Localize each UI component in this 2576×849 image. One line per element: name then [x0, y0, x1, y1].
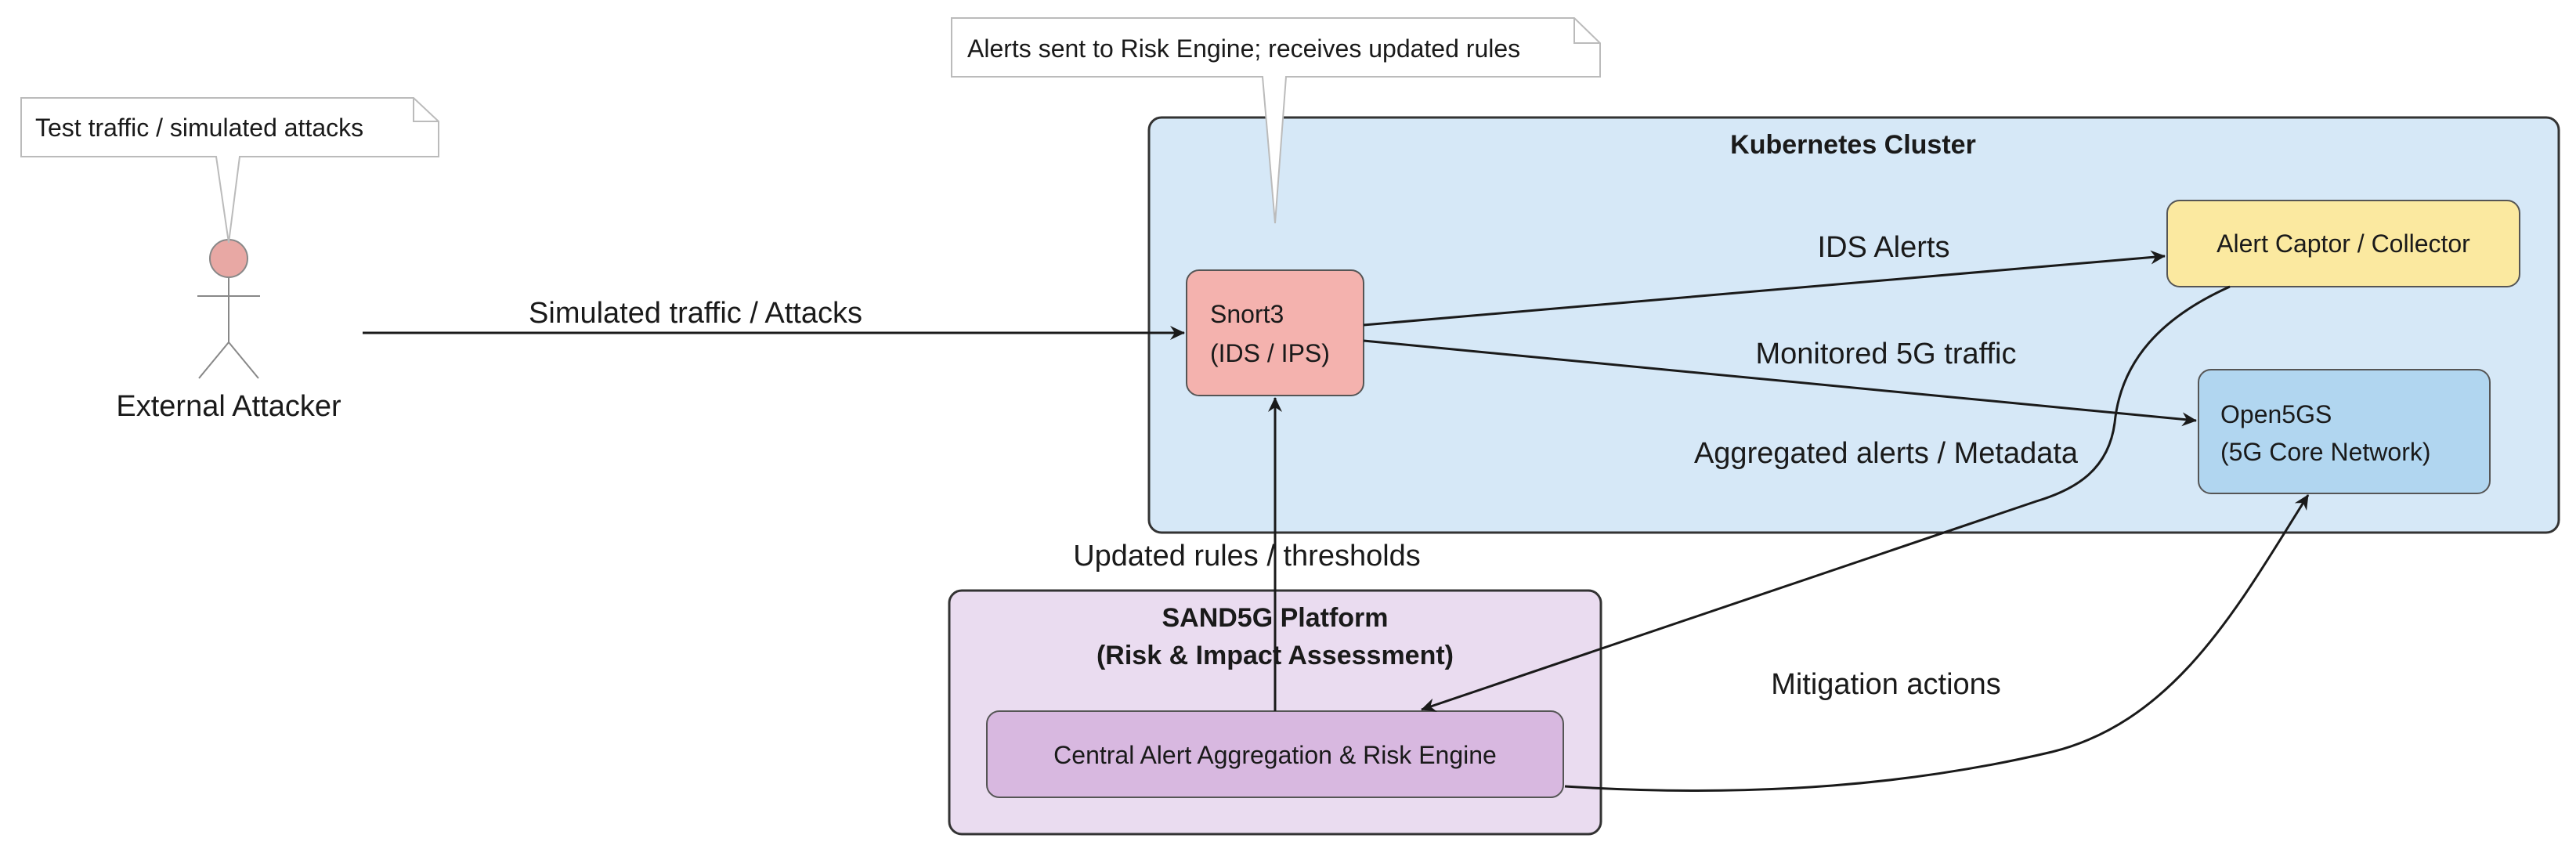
snort3-node: [1186, 269, 1364, 396]
alert-captor-label: Alert Captor / Collector: [2217, 229, 2470, 258]
open5gs-node: [2198, 369, 2491, 494]
snort3-label-line2: (IDS / IPS): [1210, 339, 1330, 367]
edge-mitigation-actions: [1564, 494, 2310, 793]
snort-note-callout: [951, 17, 1601, 224]
attacker-note-text: Test traffic / simulated attacks: [35, 114, 363, 142]
actor-left-leg: [198, 341, 229, 379]
attacker-note-fold: [413, 98, 439, 122]
open5gs-label-line1: Open5GS: [2220, 400, 2332, 428]
edge-aggregated-alerts: [1421, 285, 2231, 712]
snort3-label-line1: Snort3: [1210, 300, 1284, 328]
label-ids-alerts: IDS Alerts: [1818, 231, 1950, 264]
kubernetes-cluster-title: Kubernetes Cluster: [1730, 130, 1976, 160]
actor-right-leg: [228, 341, 259, 379]
external-attacker-actor: [197, 239, 260, 379]
edge-monitored-traffic: [1363, 339, 2197, 427]
label-aggregated-alerts: Aggregated alerts / Metadata: [1694, 437, 2079, 470]
alert-captor-node: [2166, 200, 2520, 287]
snort-note-text: Alerts sent to Risk Engine; receives upd…: [967, 34, 1520, 63]
snort-note-fold: [1573, 18, 1600, 44]
edge-ids-alerts: [1363, 250, 2166, 327]
label-monitored-traffic: Monitored 5G traffic: [1755, 338, 2016, 370]
attacker-note-callout: [20, 97, 439, 244]
label-updated-rules: Updated rules / thresholds: [1073, 540, 1421, 573]
open5gs-label-line2: (5G Core Network): [2220, 438, 2431, 466]
external-attacker-label: External Attacker: [116, 390, 341, 423]
label-mitigation-actions: Mitigation actions: [1771, 668, 2001, 701]
label-simulated-traffic: Simulated traffic / Attacks: [529, 297, 862, 330]
risk-engine-label: Central Alert Aggregation & Risk Engine: [1053, 741, 1497, 769]
actor-head: [209, 239, 248, 278]
